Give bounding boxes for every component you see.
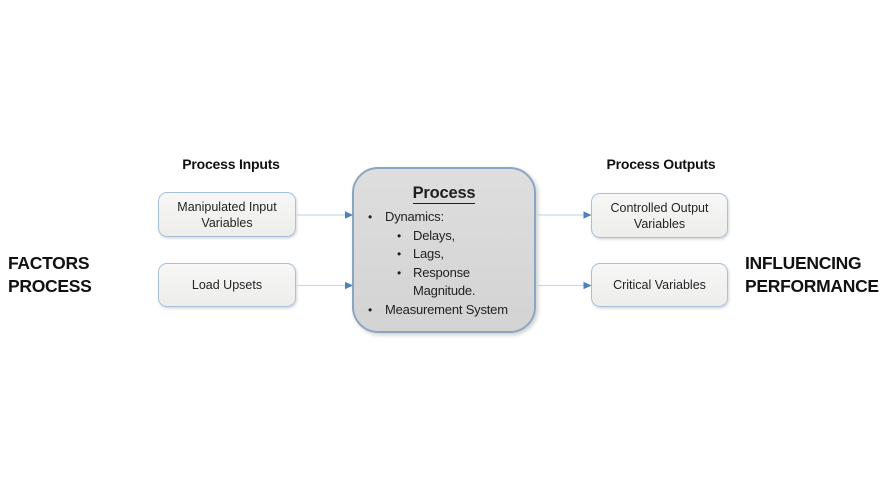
arrow-output-bottom	[536, 281, 592, 290]
process-inputs-header: Process Inputs	[182, 156, 280, 172]
left-caption-line1: FACTORS	[8, 253, 90, 273]
right-caption: INFLUENCING PERFORMANCE	[745, 252, 879, 298]
box-label: Load Upsets	[191, 278, 263, 292]
arrow-input-top	[296, 211, 353, 219]
list-item: Delays,	[354, 227, 534, 246]
box-label: Controlled Output Variables	[610, 200, 709, 231]
arrow-output-top	[536, 211, 592, 219]
process-title: Process	[354, 184, 534, 204]
list-item: Measurement System	[354, 301, 534, 320]
list-item: Response Magnitude.	[354, 264, 534, 301]
box-controlled-output-variables: Controlled Output Variables	[591, 193, 728, 238]
box-critical-variables: Critical Variables	[591, 263, 728, 307]
list-item: Dynamics:	[354, 208, 534, 227]
box-process: Process Dynamics: Delays, Lags, Response…	[352, 167, 536, 333]
box-label: Critical Variables	[613, 278, 706, 292]
right-caption-line1: INFLUENCING	[745, 253, 862, 273]
box-label: Manipulated Input Variables	[177, 199, 277, 230]
left-caption: FACTORS PROCESS	[8, 252, 92, 298]
process-title-text: Process	[412, 184, 476, 204]
box-manipulated-input-variables: Manipulated Input Variables	[158, 192, 296, 237]
process-detail-list: Dynamics: Delays, Lags, Response Magnitu…	[354, 208, 534, 319]
arrow-input-bottom	[296, 281, 353, 290]
right-caption-line2: PERFORMANCE	[745, 276, 879, 296]
process-outputs-header: Process Outputs	[606, 156, 716, 172]
list-item: Lags,	[354, 245, 534, 264]
left-caption-line2: PROCESS	[8, 276, 92, 296]
box-load-upsets: Load Upsets	[158, 263, 296, 307]
